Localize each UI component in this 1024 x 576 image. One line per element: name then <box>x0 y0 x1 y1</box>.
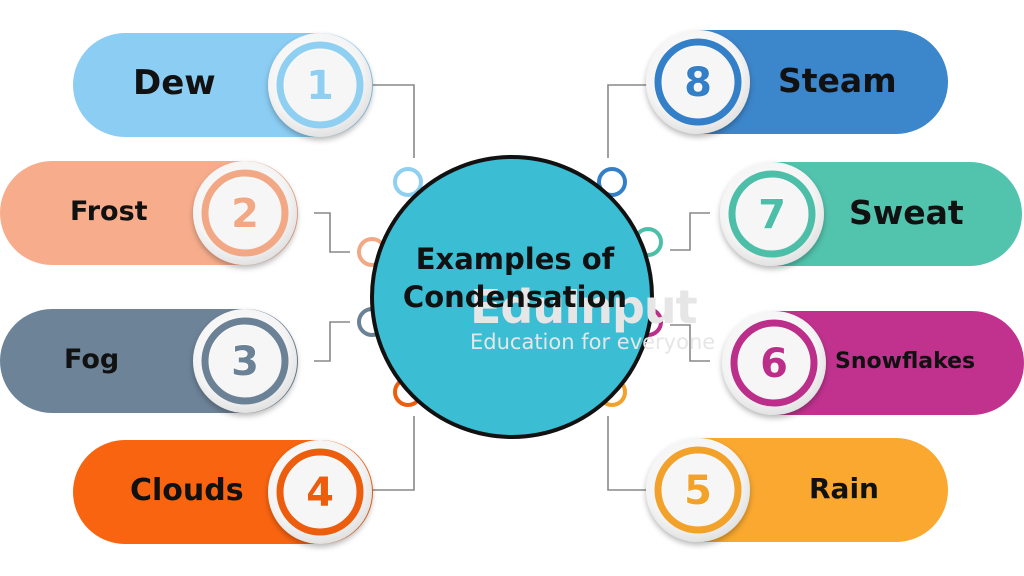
number-face <box>285 457 355 527</box>
item-number: 5 <box>684 468 712 514</box>
example-pills: 1 2 3 4 8 7 6 5 <box>0 30 1024 544</box>
connector-line <box>370 416 415 491</box>
center-title-line-2: Condensation <box>402 280 628 314</box>
item-label: Rain <box>809 471 879 505</box>
item-number: 7 <box>758 192 786 238</box>
example-item: 8 <box>646 30 948 134</box>
example-item: 6 <box>722 311 1024 415</box>
item-number: 1 <box>306 63 334 109</box>
center-node <box>393 167 423 197</box>
item-label: Clouds <box>130 472 244 508</box>
number-ring <box>201 169 289 257</box>
number-ring <box>654 38 742 126</box>
example-item: 1 <box>73 33 373 137</box>
number-ring <box>728 170 816 258</box>
watermark-tagline: Education for everyone <box>470 330 716 354</box>
number-face <box>210 326 280 396</box>
center-node <box>597 167 627 197</box>
number-face <box>737 179 807 249</box>
example-item: 3 <box>0 309 298 413</box>
number-ring <box>654 446 742 534</box>
item-number: 2 <box>231 191 259 237</box>
connector-line <box>314 212 350 253</box>
item-number: 8 <box>684 60 712 106</box>
number-face <box>739 328 809 398</box>
number-ring <box>730 319 818 407</box>
number-ring <box>201 317 289 405</box>
center-title: Examples of Condensation <box>380 240 650 316</box>
center-title-line-1: Examples of <box>415 242 615 276</box>
connector-line <box>370 84 415 158</box>
item-label: Sweat <box>849 192 964 232</box>
number-ring <box>276 448 364 536</box>
connector-line <box>607 84 652 158</box>
connector-line <box>607 416 652 491</box>
item-number: 3 <box>231 339 259 385</box>
item-number: 6 <box>760 341 788 387</box>
item-label: Steam <box>778 60 897 100</box>
connector-line <box>314 321 350 362</box>
connector-lines <box>314 84 710 491</box>
example-item: 5 <box>646 438 948 542</box>
watermark-name: EduInput <box>470 280 698 334</box>
item-label: Snowflakes <box>835 348 976 374</box>
item-label: Frost <box>70 196 148 228</box>
example-item: 2 <box>0 161 298 265</box>
item-label: Dew <box>133 63 216 104</box>
item-label: Fog <box>64 344 120 376</box>
number-face <box>663 455 733 525</box>
number-face <box>210 178 280 248</box>
connector-line <box>670 212 710 251</box>
number-face <box>285 50 355 120</box>
center-circle <box>370 155 654 439</box>
item-number: 4 <box>306 470 334 516</box>
example-item: 4 <box>73 440 373 544</box>
connector-line <box>670 324 710 362</box>
number-ring <box>276 41 364 129</box>
number-face <box>663 47 733 117</box>
eduinput-watermark: EduInput Education for everyone <box>470 280 715 354</box>
example-item: 7 <box>720 162 1022 266</box>
